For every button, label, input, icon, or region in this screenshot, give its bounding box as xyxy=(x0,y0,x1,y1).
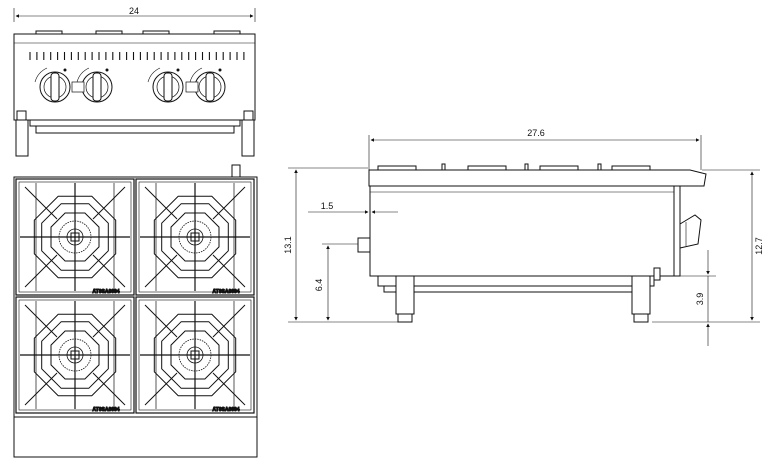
burner-label: AT0SA0004 xyxy=(212,407,239,413)
valve-block xyxy=(71,81,85,93)
front-view: 24 xyxy=(13,6,256,157)
leg-height-dimension: 3.9 xyxy=(660,250,716,346)
body-height-dimension: 12.7 xyxy=(652,169,764,323)
inset-value: 1.5 xyxy=(321,201,334,211)
burner-grate: AT0SA0004 xyxy=(15,178,135,296)
knob xyxy=(147,67,184,103)
front-leg-left xyxy=(15,119,29,157)
gas-inlet xyxy=(357,237,371,253)
front-rail xyxy=(13,416,258,458)
burner-grate: AT0SA0004 xyxy=(15,296,135,414)
side-body xyxy=(369,185,675,277)
leg-height-value: 3.9 xyxy=(695,293,705,306)
inset-dimension: 1.5 xyxy=(308,201,398,214)
front-leg-right xyxy=(241,119,255,157)
depth-dimension: 27.6 xyxy=(368,128,702,170)
body-height-value: 12.7 xyxy=(754,237,764,255)
knob xyxy=(34,67,71,103)
inlet-height-value: 6.4 xyxy=(314,279,324,292)
burner-label: AT0SA0004 xyxy=(92,289,119,295)
overall-height-value: 13.1 xyxy=(283,236,293,254)
width-dimension: 24 xyxy=(13,6,256,22)
inlet-height-dimension: 6.4 xyxy=(314,243,358,321)
burner-label: AT0SA0004 xyxy=(212,289,239,295)
burner-grate: AT0SA0004 xyxy=(135,296,255,414)
valve-block xyxy=(185,81,199,93)
knob xyxy=(76,67,113,103)
depth-value: 27.6 xyxy=(527,128,545,138)
burner-label: AT0SA0004 xyxy=(92,407,119,413)
side-view: 27.6 1.5 xyxy=(283,128,764,346)
side-knob xyxy=(679,214,702,249)
burner-grate: AT0SA0004 xyxy=(135,178,255,296)
control-knobs xyxy=(34,67,226,103)
side-leg-front xyxy=(631,275,651,315)
side-leg-back xyxy=(395,275,415,315)
knob xyxy=(189,67,226,103)
width-value: 24 xyxy=(129,6,139,16)
vent-slots xyxy=(29,52,245,60)
overall-height-dimension: 13.1 xyxy=(283,167,398,323)
